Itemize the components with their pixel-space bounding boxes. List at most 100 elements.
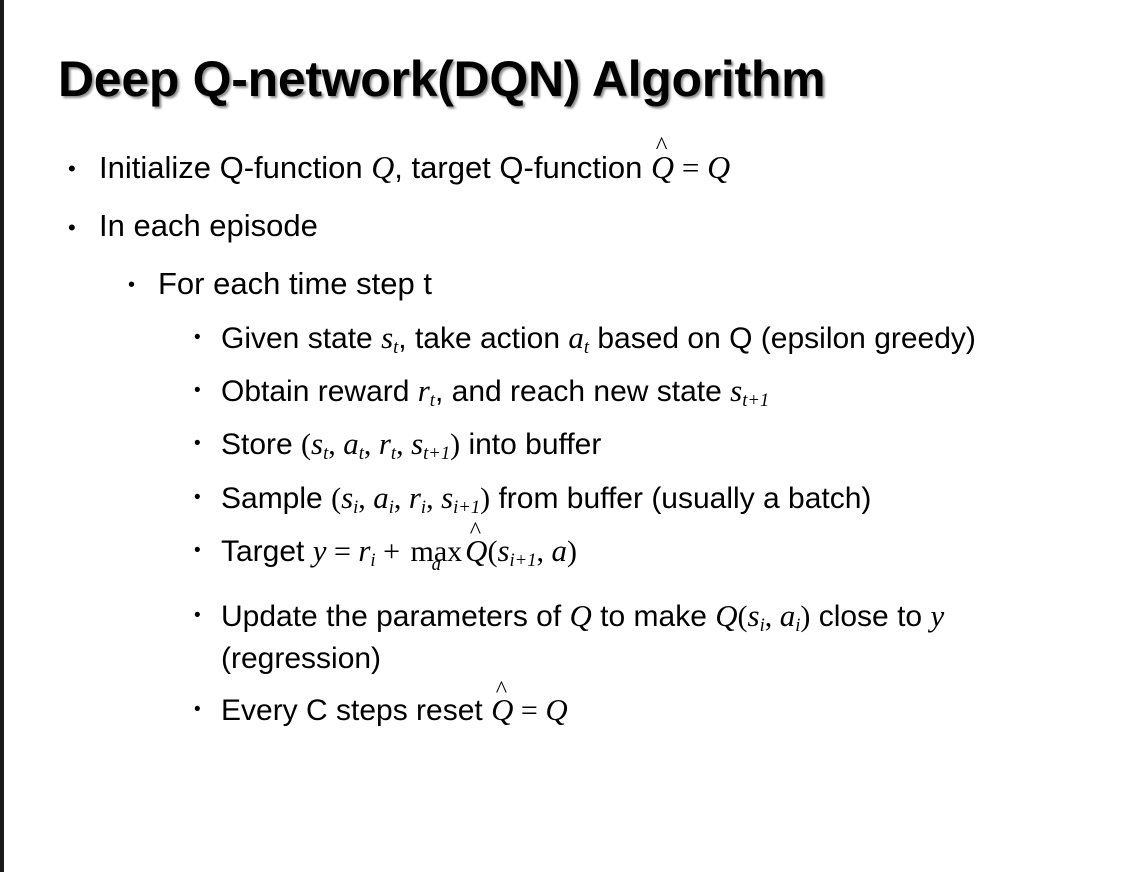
bullet-dot-icon: • xyxy=(194,699,201,721)
math-equals: = xyxy=(513,694,546,728)
math-var-s: s xyxy=(411,426,424,462)
math-var-s: s xyxy=(341,479,354,515)
math-var-q-hat: ^Q xyxy=(465,519,488,572)
circumflex-accent-icon: ^ xyxy=(495,677,508,703)
bullet-sample-text: Sample (si, ai, ri, si+1) from buffer (u… xyxy=(221,477,1094,520)
bullet-in-each-episode: • In each episode xyxy=(0,205,1124,247)
bullet-store-text: Store (st, at, rt, st+1) into buffer xyxy=(221,423,1094,466)
math-var-s: s xyxy=(311,426,324,462)
bullet-dot-icon: • xyxy=(68,156,76,181)
math-var-a: a xyxy=(779,598,796,634)
text-fragment: , and reach new state xyxy=(434,375,731,409)
bullet-dot-icon: • xyxy=(194,433,201,455)
bullet-dot-icon: • xyxy=(194,486,201,508)
math-comma: , xyxy=(426,481,442,515)
math-var-q: Q xyxy=(707,150,731,185)
math-var-r: r xyxy=(408,479,421,515)
text-fragment: from buffer (usually a batch) xyxy=(490,481,872,515)
text-fragment: Every C steps reset xyxy=(221,694,492,728)
bullet-given-state-text: Given state st, take action at based on … xyxy=(221,317,1094,360)
math-var-s: s xyxy=(497,532,510,568)
text-fragment: Sample xyxy=(221,481,332,515)
math-comma: , xyxy=(764,600,780,634)
math-comma: , xyxy=(536,534,552,568)
text-fragment: Target xyxy=(221,534,313,568)
math-paren-close: ) xyxy=(450,428,461,462)
bullet-dot-icon: • xyxy=(194,539,201,561)
text-fragment: based on Q (epsilon greedy) xyxy=(589,321,976,355)
math-var-s: s xyxy=(730,373,743,409)
math-paren-close: ) xyxy=(566,534,577,568)
bullet-dot-icon: • xyxy=(194,605,201,627)
math-var-q: Q xyxy=(651,150,675,185)
math-var-q: Q xyxy=(545,692,568,728)
text-fragment: close to xyxy=(810,600,931,634)
page-title: Deep Q-network(DQN) Algorithm xyxy=(58,51,826,107)
bullet-obtain-reward-text: Obtain reward rt, and reach new state st… xyxy=(221,370,1094,413)
bullet-dot-icon: • xyxy=(194,380,201,402)
math-var-q-hat: ^Q xyxy=(491,678,514,731)
bullet-dot-icon: • xyxy=(68,215,76,241)
math-var-q-hat: ^Q xyxy=(651,134,675,189)
text-fragment: (regression) xyxy=(221,641,382,675)
math-var-a: a xyxy=(568,319,584,355)
slide-left-border xyxy=(0,0,4,872)
math-comma: , xyxy=(396,428,412,462)
math-comma: , xyxy=(393,481,409,515)
math-var-y: y xyxy=(312,532,327,568)
math-var-r: r xyxy=(358,532,371,568)
math-var-s: s xyxy=(747,598,760,634)
math-subscript: t+1 xyxy=(742,390,770,412)
math-var-y: y xyxy=(930,598,945,634)
math-subscript: t xyxy=(583,337,590,358)
text-fragment: to make xyxy=(591,600,716,634)
text-fragment: , take action xyxy=(398,321,569,355)
math-plus: + xyxy=(375,534,408,568)
math-subscript: t xyxy=(358,443,364,465)
bullet-initialize-text: Initialize Q-function Q, target Q-functi… xyxy=(99,134,1104,189)
math-paren-close: ) xyxy=(800,600,811,634)
text-fragment: Given state xyxy=(221,321,382,355)
math-subscript: i xyxy=(420,496,427,518)
bullet-sample: • Sample (si, ai, ri, si+1) from buffer … xyxy=(0,477,1124,520)
math-paren-close: ) xyxy=(480,481,491,515)
math-subscript: t xyxy=(390,443,397,465)
math-subscript: i xyxy=(388,496,394,518)
math-subscript: i xyxy=(759,615,765,637)
bullet-every-c-steps: • Every C steps reset ^Q = Q xyxy=(0,678,1124,732)
text-fragment: , target Q-function xyxy=(394,150,652,185)
math-var-q: Q xyxy=(465,532,488,568)
bullet-every-c-steps-text: Every C steps reset ^Q = Q xyxy=(221,678,1094,732)
math-var-s: s xyxy=(441,479,454,515)
bullet-list: • Initialize Q-function Q, target Q-func… xyxy=(0,134,1124,742)
bullet-dot-icon: • xyxy=(194,326,201,348)
text-fragment: Store xyxy=(221,428,302,462)
circumflex-accent-icon: ^ xyxy=(469,517,482,544)
math-subscript: t xyxy=(429,390,435,412)
math-var-a: a xyxy=(343,426,359,462)
math-equals: = xyxy=(674,150,708,185)
math-paren-open: ( xyxy=(737,600,748,634)
math-paren-open: ( xyxy=(331,481,342,515)
math-var-q: Q xyxy=(371,150,395,185)
math-subscript: t xyxy=(393,337,399,358)
text-fragment: Update the parameters of xyxy=(221,600,570,634)
math-comma: , xyxy=(328,428,344,462)
math-var-a: a xyxy=(373,479,389,515)
math-subscript: i xyxy=(795,615,801,637)
math-subscript: i xyxy=(370,550,376,572)
math-comma: , xyxy=(358,481,374,515)
math-subscript: i+1 xyxy=(509,550,537,572)
math-subscript: i xyxy=(353,496,359,518)
text-fragment: into buffer xyxy=(460,428,602,462)
math-var-r: r xyxy=(417,373,430,409)
math-var-q: Q xyxy=(569,598,592,634)
math-var-q: Q xyxy=(491,692,514,728)
math-subscript: t xyxy=(323,443,329,465)
math-max-limit: a xyxy=(431,553,441,575)
math-var-a: a xyxy=(551,532,567,568)
